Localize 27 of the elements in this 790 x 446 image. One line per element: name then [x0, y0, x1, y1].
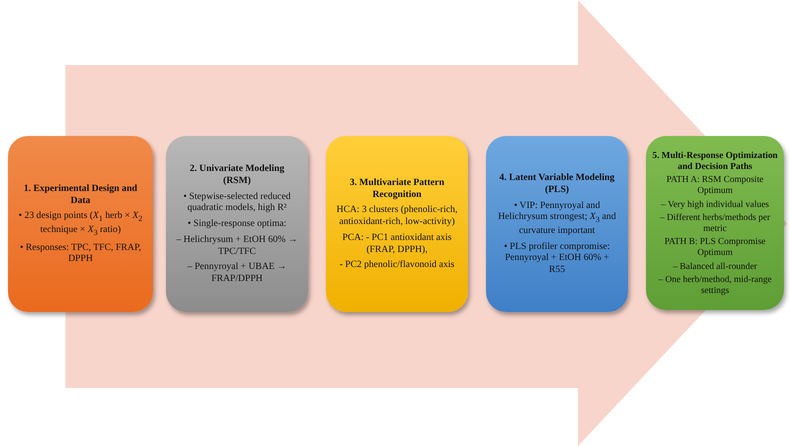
step-text: – Very high individual values: [660, 198, 770, 210]
step-text: • VIP: Pennyroyal and Helichrysum strongest; X$_{3}$ and curvature important: [497, 200, 617, 237]
step-text: • Stepwise-selected reduced quadratic models, high R²: [182, 190, 292, 214]
step-box: [326, 136, 468, 312]
step-text: – Helichrysum + EtOH 60% → TPC/TFC: [176, 234, 298, 258]
step-text: HCA: 3 clusters (phenolic-rich, antioxidant-rich, low-activity): [336, 204, 458, 228]
step-text: – Different herbs/methods per metric: [658, 212, 772, 234]
step-text: PATH B: PLS Compromise Optimum: [664, 236, 766, 259]
step-text: – One herb/method, mid-range settings: [657, 274, 773, 296]
step-title: 4. Latent Variable Modeling (PLS): [498, 172, 616, 196]
step-text: • 23 design points (X$_{1}$ herb × X$_{2}$ technique × X$_{3}$ ratio): [18, 210, 143, 238]
step-title: 5. Multi-Response Optimization and Decision Paths: [651, 150, 779, 172]
step-text: - PC2 phenolic/flavonoid axis: [340, 259, 454, 271]
step-box: [486, 136, 628, 312]
step-box: [8, 136, 153, 312]
step-box: [646, 136, 784, 310]
step-text: PCA: - PC1 antioxidant axis (FRAP, DPPH),: [341, 232, 453, 256]
step-text: – Balanced all-rounder: [672, 260, 758, 272]
step-title: 2. Univariate Modeling (RSM): [188, 163, 286, 187]
step-text: • Single-response optima:: [188, 218, 286, 230]
step-title: 3. Multivariate Pattern Recognition: [348, 177, 446, 200]
step-box: [166, 136, 308, 312]
step-text: – Pennyroyal + UBAE → FRAP/DPPH: [186, 261, 288, 285]
step-title: 1. Experimental Design and Data: [22, 182, 138, 206]
step-text: PATH A: RSM Composite Optimum: [666, 174, 764, 197]
step-text: • PLS profiler compromise: Pennyroyal + EtOH 60% + R55: [503, 240, 611, 276]
step-text: • Responses: TPC, TFC, FRAP, DPPH: [18, 242, 142, 266]
